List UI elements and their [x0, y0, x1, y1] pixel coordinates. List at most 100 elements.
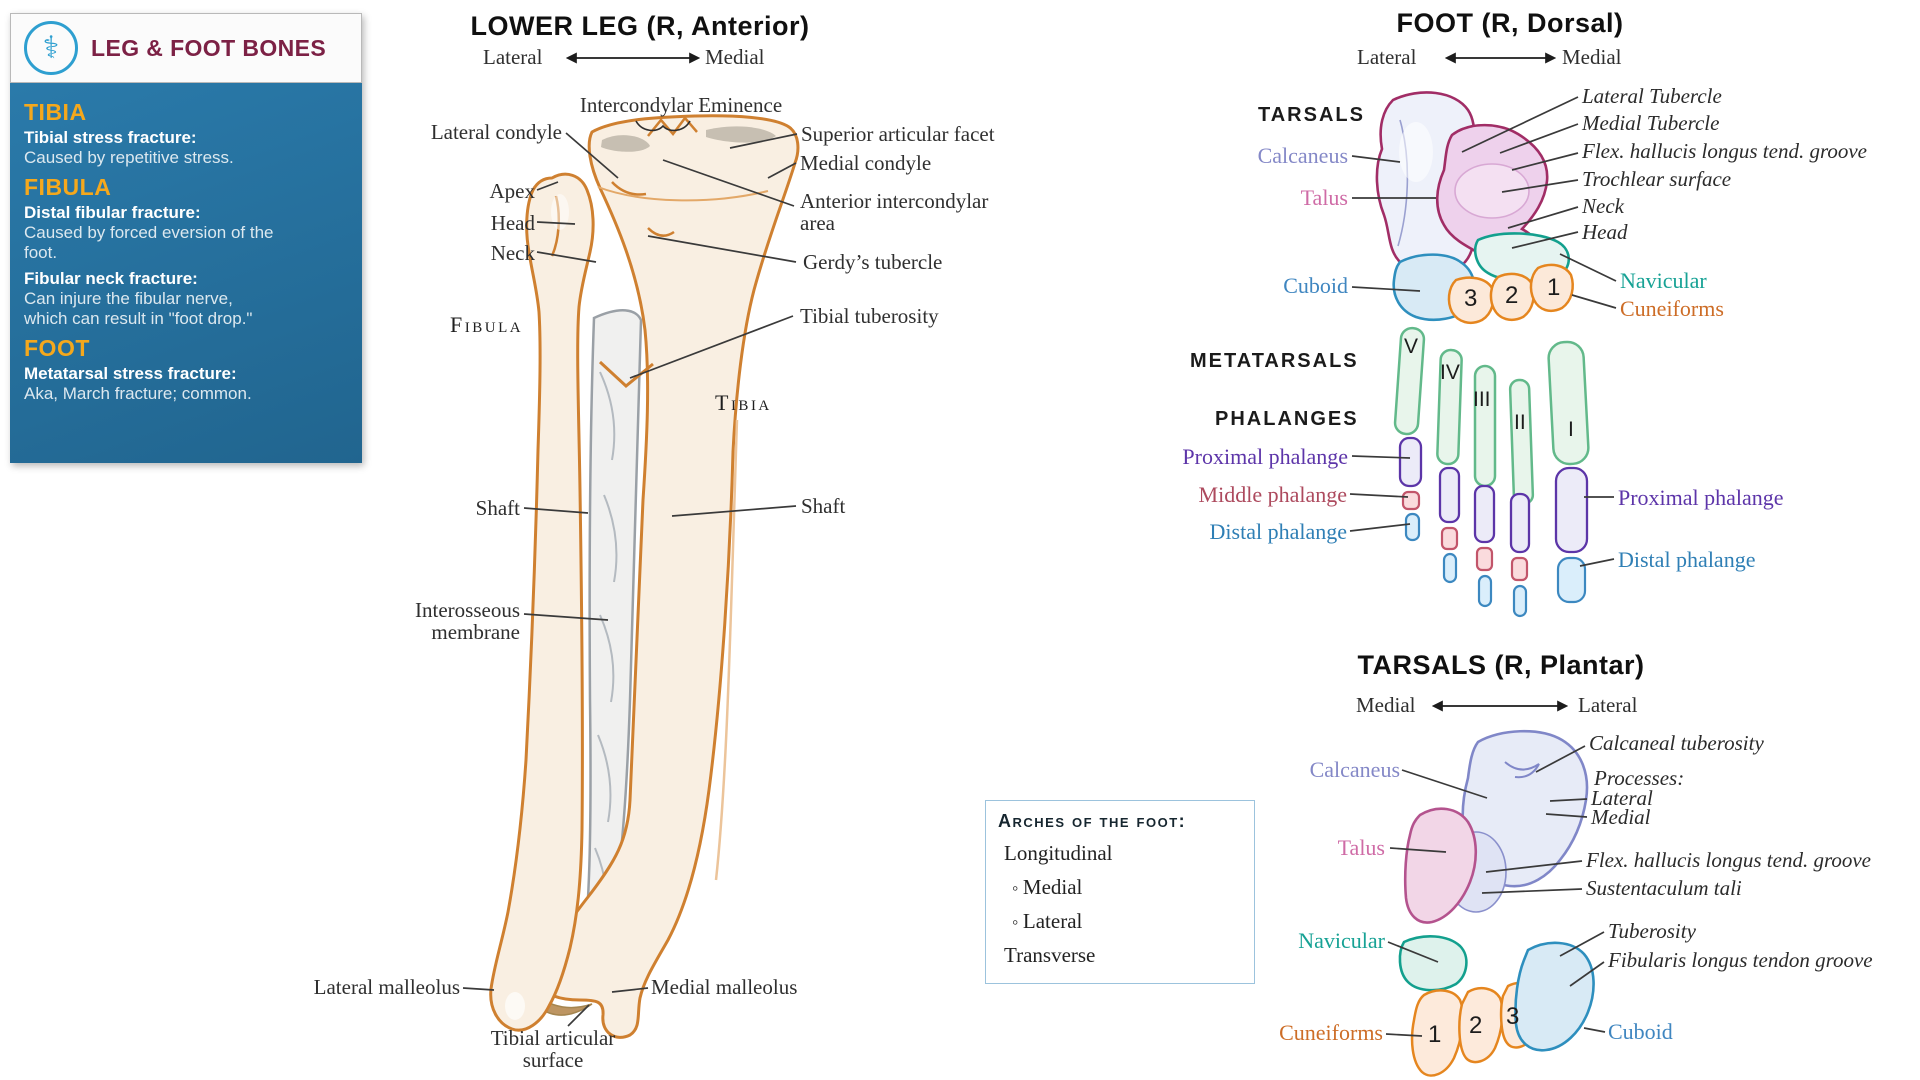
label-medial-malleolus: Medial malleolus — [651, 975, 798, 999]
label-tibial-tuberosity: Tibial tuberosity — [800, 304, 939, 328]
label-distal-phalange-right: Distal phalange — [1618, 547, 1756, 572]
cuneiform-number-2: 2 — [1505, 282, 1519, 309]
label-distal-phalange-left: Distal phalange — [1209, 519, 1347, 544]
label-calcaneus-dorsal: Calcaneus — [1257, 143, 1348, 168]
fracture-name: Fibular neck fracture: — [24, 269, 198, 289]
axis-label-lateral: Lateral — [483, 45, 543, 69]
talus-plantar — [1403, 807, 1478, 924]
phalange-bones — [1398, 436, 1589, 618]
fracture-description: Caused by repetitive stress. — [24, 148, 234, 168]
cuneiform-number-1: 1 — [1547, 274, 1561, 301]
axis-label-lateral-dorsal: Lateral — [1357, 45, 1417, 69]
label-middle-phalange: Middle phalange — [1198, 482, 1347, 507]
label-navicular-dorsal: Navicular — [1620, 268, 1707, 293]
label-process-medial: Medial — [1591, 805, 1651, 829]
arch-item-transverse: Transverse — [1004, 943, 1096, 967]
label-interosseous-membrane: Interosseous membrane — [415, 598, 520, 644]
label-intercondylar-eminence: Intercondylar Eminence — [579, 93, 783, 117]
label-flex-hallucis-groove-plantar: Flex. hallucis longus tend. groove — [1586, 848, 1871, 872]
legend-card-body: TIBIA Tibial stress fracture: Caused by … — [10, 83, 362, 463]
fracture-name: Distal fibular fracture: — [24, 203, 201, 223]
group-heading-tarsals: TARSALS — [1258, 104, 1365, 126]
tibia-bone — [533, 114, 800, 1039]
label-tuberosity: Tuberosity — [1608, 919, 1696, 943]
label-talus-plantar: Talus — [1337, 835, 1385, 860]
label-medial-condyle: Medial condyle — [800, 151, 932, 175]
label-lateral-malleolus: Lateral malleolus — [313, 975, 460, 999]
label-cuboid-dorsal: Cuboid — [1283, 273, 1348, 298]
label-gerdys-tubercle: Gerdy’s tubercle — [803, 250, 943, 274]
label-proximal-phalange-left: Proximal phalange — [1182, 444, 1348, 469]
label-lateral-condyle: Lateral condyle — [430, 120, 562, 144]
legend-card-header: ⚕ LEG & FOOT BONES — [10, 13, 362, 83]
label-process-lateral: Lateral — [1591, 786, 1653, 810]
bone-name-tibia: Tibia — [715, 390, 772, 415]
fracture-description: Caused by forced eversion of the foot. — [24, 223, 274, 263]
axis-label-medial: Medial — [705, 45, 765, 69]
label-neck: Neck — [490, 241, 535, 265]
group-heading-phalanges: PHALANGES — [1215, 408, 1359, 430]
arch-item-longitudinal: Longitudinal — [1004, 841, 1113, 865]
gerdys-tubercle-mark — [647, 227, 675, 237]
foot-dorsal-drawing — [1349, 52, 1617, 618]
label-cuneiforms-dorsal: Cuneiforms — [1620, 296, 1724, 321]
label-lateral-tubercle: Lateral Tubercle — [1582, 84, 1722, 108]
calcaneal-processes-mark — [1504, 761, 1540, 779]
arch-item-medial: Medial — [1012, 875, 1242, 900]
trochlear-surface-shape — [1454, 163, 1530, 219]
anterior-intercondylar-mark — [611, 181, 647, 196]
metatarsal-numeral-i: I — [1568, 418, 1574, 441]
label-medial-tubercle: Medial Tubercle — [1582, 111, 1720, 135]
label-apex: Apex — [489, 179, 536, 203]
fracture-description: Can injure the fibular nerve, which can … — [24, 289, 253, 329]
cuneiform-number-3: 3 — [1464, 285, 1478, 312]
lower-leg-drawing — [462, 52, 800, 1039]
metatarsal-numeral-iii: III — [1473, 388, 1491, 411]
label-talus-dorsal: Talus — [1300, 185, 1348, 210]
medical-staff-icon: ⚕ — [24, 21, 78, 75]
metatarsal-numeral-iv: IV — [1440, 361, 1460, 384]
section-heading-fibula: FIBULA — [24, 174, 112, 201]
axis-label-medial-plantar: Medial — [1356, 693, 1416, 717]
label-fibularis-longus-groove: Fibularis longus tendon groove — [1608, 948, 1873, 972]
tarsals-plantar-leader-lines — [1385, 745, 1606, 1037]
cuboid-plantar — [1514, 941, 1595, 1052]
legend-card: ⚕ LEG & FOOT BONES TIBIA Tibial stress f… — [10, 13, 362, 463]
arches-box-title: Arches of the foot: — [998, 811, 1187, 831]
label-processes: Processes: — [1594, 766, 1685, 790]
foot-dorsal-leader-lines — [1349, 96, 1617, 567]
label-head-talus: Head — [1582, 220, 1628, 244]
label-superior-articular-facet: Superior articular facet — [801, 122, 995, 146]
tibial-articular-surface-shape — [535, 994, 593, 1016]
cuneiform-number-2-plantar: 2 — [1469, 1012, 1483, 1039]
section-heading-foot: FOOT — [24, 335, 90, 362]
section-heading-tibia: TIBIA — [24, 99, 87, 125]
fracture-name: Metatarsal stress fracture: — [24, 364, 237, 384]
label-calcaneus-plantar: Calcaneus — [1309, 757, 1400, 782]
tarsals-plantar-drawing — [1385, 700, 1606, 1077]
articular-facet-right — [706, 126, 776, 143]
label-flex-hallucis-groove-dorsal: Flex. hallucis longus tend. groove — [1582, 139, 1867, 163]
arches-of-the-foot-box: Arches of the foot: Longitudinal Medial … — [985, 800, 1255, 984]
label-proximal-phalange-right: Proximal phalange — [1618, 485, 1784, 510]
label-navicular-plantar: Navicular — [1298, 928, 1385, 953]
label-anterior-intercondylar-area: Anterior intercondylar area — [800, 189, 989, 235]
label-neck-talus: Neck — [1582, 194, 1624, 218]
fibula-bone — [489, 172, 595, 1032]
foot-dorsal-title: FOOT (R, Dorsal) — [1396, 8, 1624, 38]
label-trochlear-surface: Trochlear surface — [1582, 167, 1732, 191]
bone-name-fibula: Fibula — [450, 312, 524, 337]
metatarsal-numeral-ii: II — [1514, 411, 1526, 434]
navicular-plantar — [1398, 935, 1468, 992]
eminence-brace — [635, 120, 691, 132]
arch-item-lateral: Lateral — [1012, 909, 1242, 934]
tibial-tuberosity-mark — [598, 360, 654, 388]
label-shaft-right: Shaft — [801, 494, 846, 518]
legend-card-title: LEG & FOOT BONES — [91, 34, 327, 61]
lower-leg-leader-lines — [462, 132, 798, 1027]
lower-leg-title: LOWER LEG (R, Anterior) — [470, 11, 810, 41]
axis-label-medial-dorsal: Medial — [1562, 45, 1622, 69]
cuneiform-bones-dorsal — [1447, 263, 1574, 324]
